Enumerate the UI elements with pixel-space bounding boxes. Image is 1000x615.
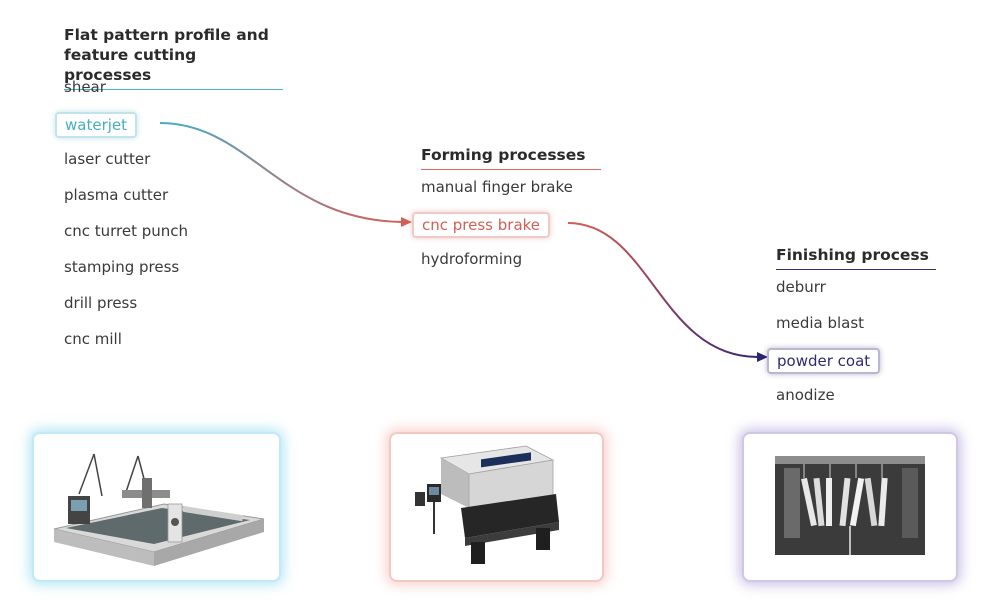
process-item-media-blast[interactable]: media blast <box>776 314 865 332</box>
process-item-anodize[interactable]: anodize <box>776 386 835 404</box>
forming-processes-heading: Forming processes <box>421 145 601 170</box>
process-item-stamping-press[interactable]: stamping press <box>64 258 180 276</box>
heading-line: Finishing process <box>776 246 929 264</box>
heading-line: feature cutting processes <box>64 46 197 84</box>
process-item-cnc-mill[interactable]: cnc mill <box>64 330 122 348</box>
press-brake-image-card <box>389 432 604 582</box>
process-item-waterjet-selected[interactable]: waterjet <box>55 112 138 138</box>
finishing-process-heading: Finishing process <box>776 245 936 270</box>
process-item-plasma-cutter[interactable]: plasma cutter <box>64 186 169 204</box>
heading-line: Forming processes <box>421 146 586 164</box>
process-item-powder-coat-selected[interactable]: powder coat <box>767 348 881 374</box>
heading-line: Flat pattern profile and <box>64 26 269 44</box>
press-brake-machine-icon <box>415 445 559 564</box>
process-item-drill-press[interactable]: drill press <box>64 294 138 312</box>
process-item-laser-cutter[interactable]: laser cutter <box>64 150 151 168</box>
forming-processes-column: Forming processes <box>421 145 601 170</box>
process-item-shear[interactable]: shear <box>64 78 106 96</box>
process-item-cnc-turret-punch[interactable]: cnc turret punch <box>64 222 189 240</box>
waterjet-image-card <box>32 432 281 582</box>
finishing-process-column: Finishing process <box>776 245 936 270</box>
waterjet-machine-icon <box>53 453 265 566</box>
arrowhead-press-brake <box>401 217 412 227</box>
process-item-hydroforming[interactable]: hydroforming <box>421 250 523 268</box>
process-item-manual-finger-brake[interactable]: manual finger brake <box>421 178 573 196</box>
connector-press-brake-to-powder-coat <box>567 222 759 358</box>
arrowhead-powder-coat <box>757 352 768 362</box>
powder-coat-image-card <box>742 432 958 582</box>
powder-coat-photo-icon <box>775 456 925 555</box>
process-item-cnc-press-brake-selected[interactable]: cnc press brake <box>412 212 551 238</box>
cutting-processes-heading: Flat pattern profile and feature cutting… <box>64 25 283 90</box>
process-item-deburr[interactable]: deburr <box>776 278 826 296</box>
cutting-processes-column: Flat pattern profile and feature cutting… <box>64 25 283 90</box>
connector-waterjet-to-press-brake <box>159 122 403 223</box>
